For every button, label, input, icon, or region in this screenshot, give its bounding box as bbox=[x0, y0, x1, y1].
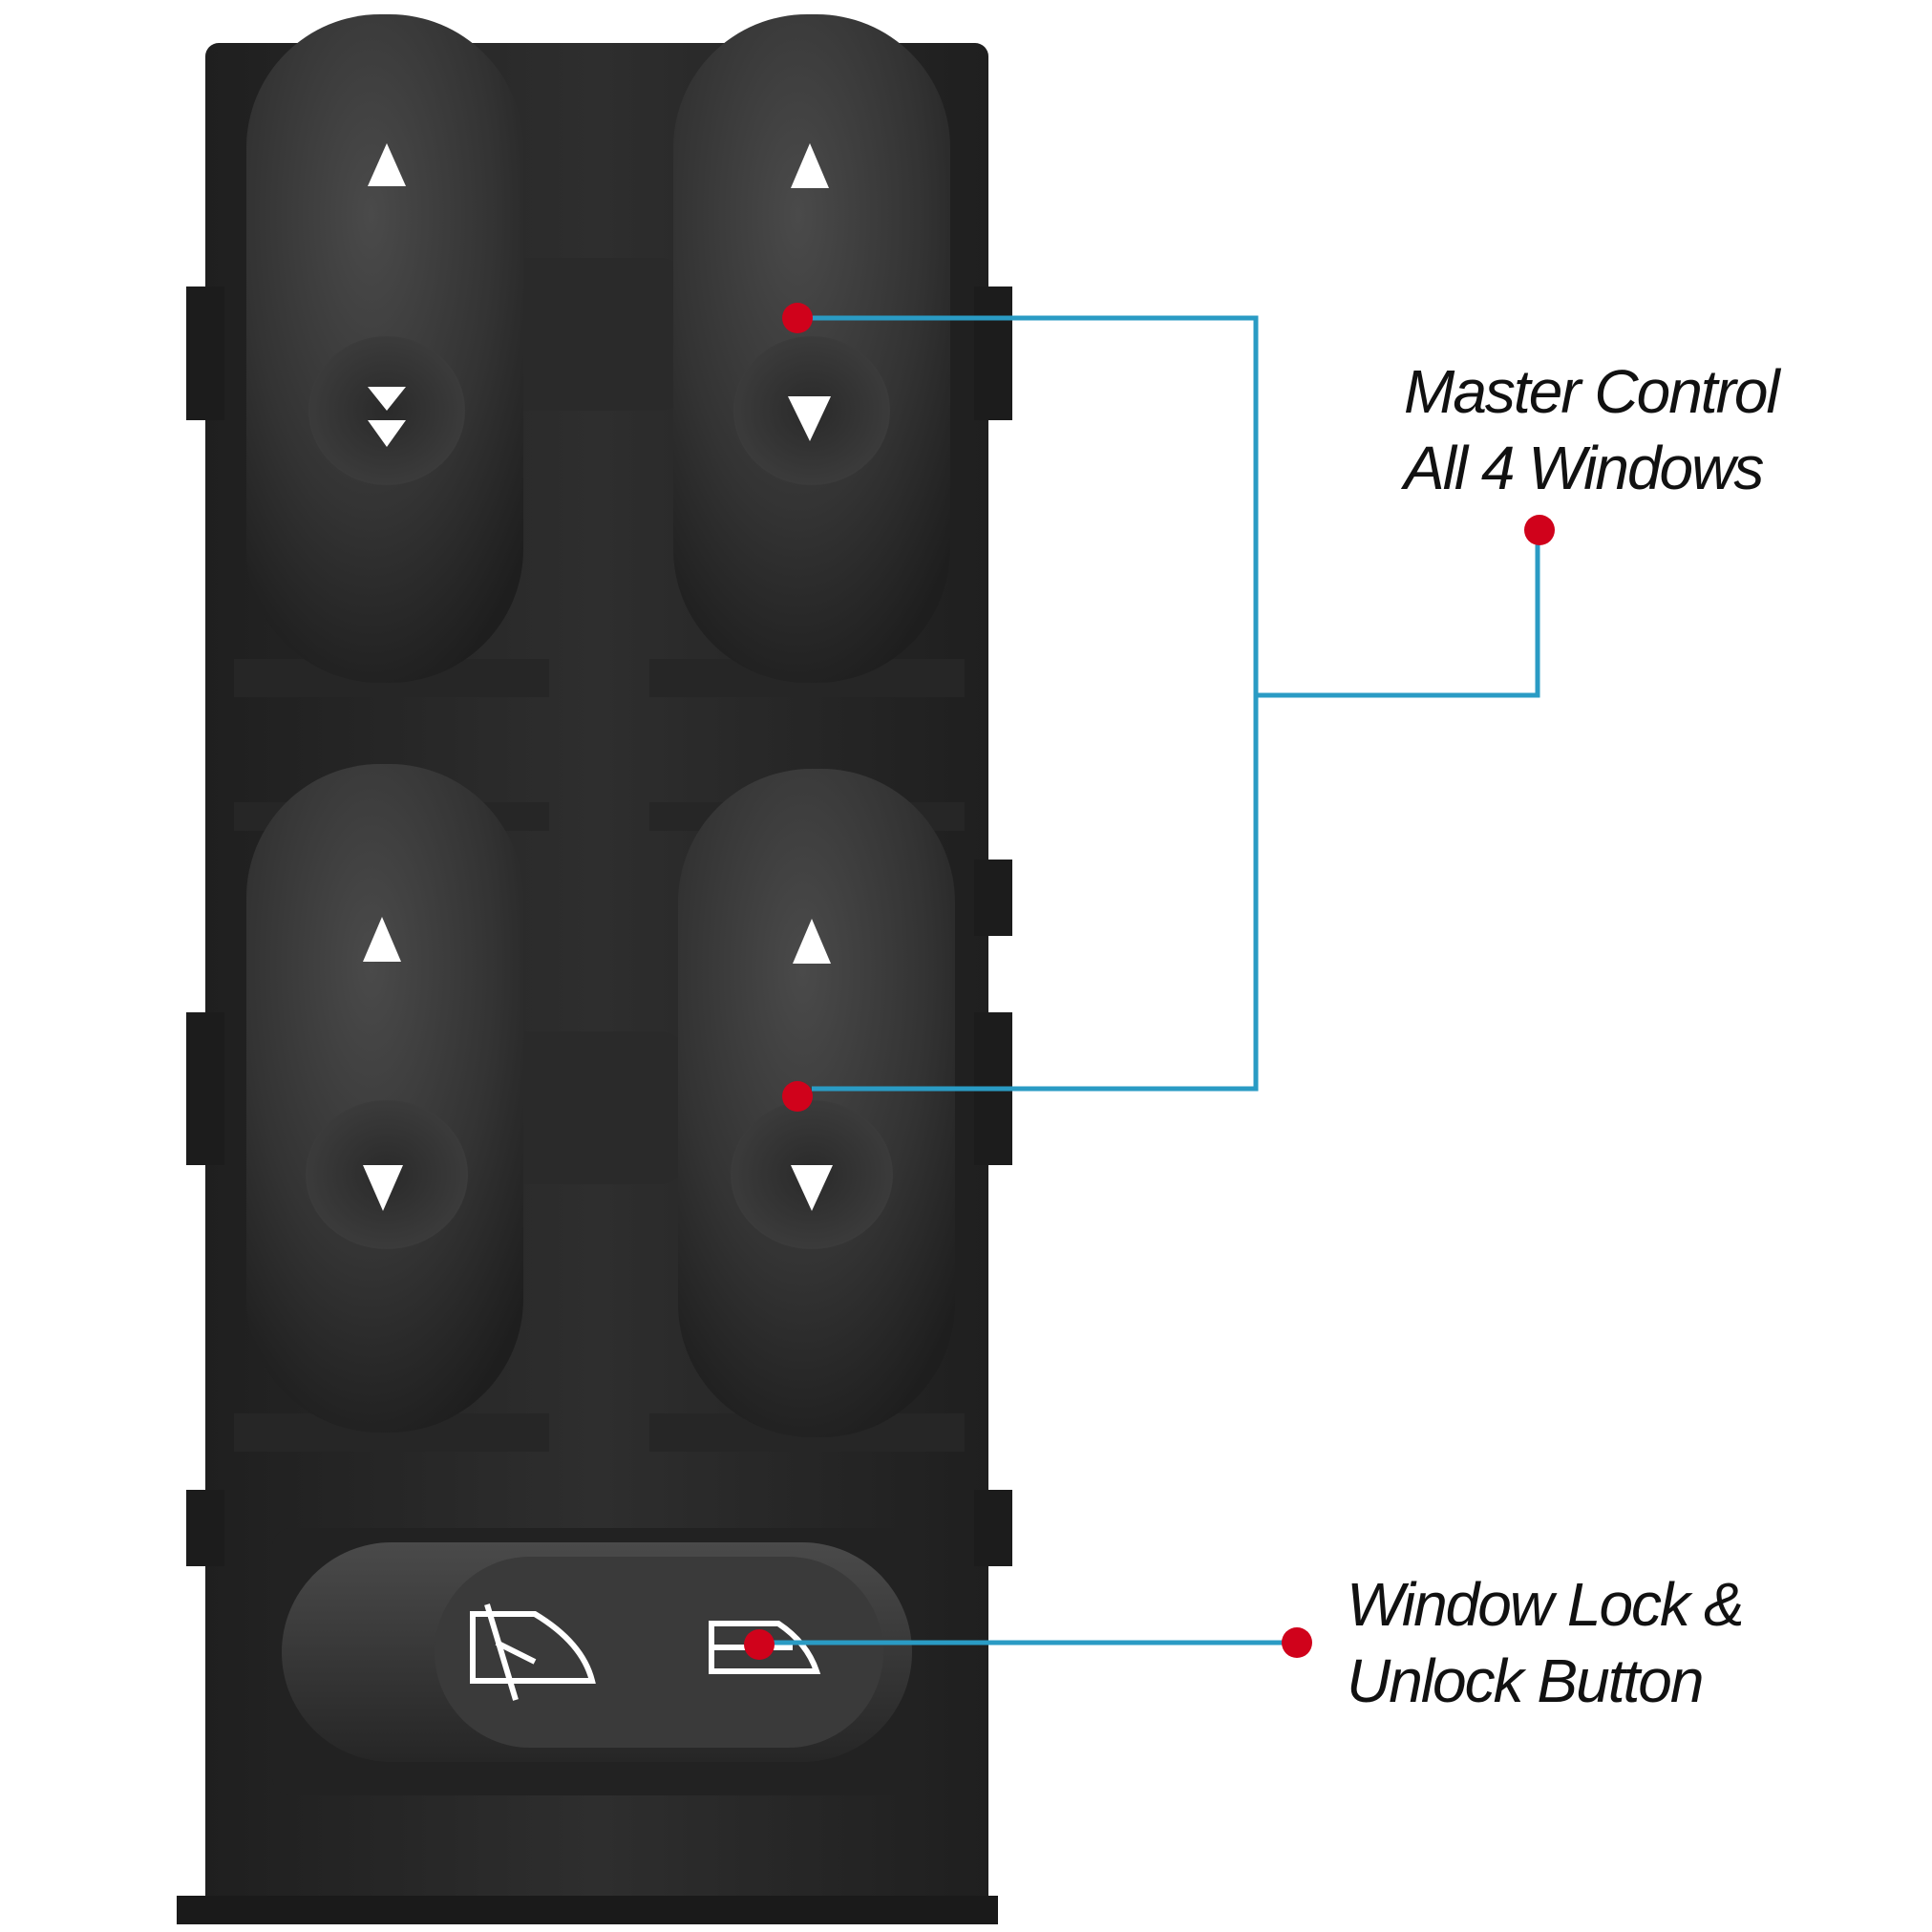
up-arrow-icon bbox=[368, 143, 406, 186]
master-control-callout: Master Control All 4 Windows bbox=[1404, 353, 1780, 506]
down-arrow-icon bbox=[363, 1165, 403, 1211]
marker-dot-master-control bbox=[1524, 515, 1555, 545]
window-locked-icon bbox=[470, 1603, 596, 1701]
marker-dot-window-lock bbox=[1282, 1627, 1312, 1658]
up-arrow-icon bbox=[363, 917, 401, 962]
window-lock-callout: Window Lock & Unlock Button bbox=[1347, 1566, 1744, 1719]
window-lock-line-1: Window Lock & bbox=[1347, 1570, 1744, 1639]
up-arrow-icon bbox=[793, 919, 831, 964]
rocker-switch-rear-left[interactable] bbox=[246, 764, 523, 1433]
rocker-switch-front-left[interactable] bbox=[246, 14, 523, 683]
master-control-line-1: Master Control bbox=[1404, 357, 1780, 426]
marker-dot-lock-button bbox=[744, 1629, 775, 1660]
window-lock-line-2: Unlock Button bbox=[1347, 1646, 1704, 1715]
up-arrow-icon bbox=[791, 143, 829, 188]
window-lock-button[interactable] bbox=[282, 1542, 912, 1762]
marker-dot-rear-right bbox=[782, 1081, 813, 1112]
callout-leader-lines bbox=[759, 315, 1540, 1645]
down-arrow-icon bbox=[788, 396, 831, 441]
down-arrow-icon bbox=[791, 1165, 833, 1211]
double-down-arrow-icon bbox=[368, 387, 406, 447]
rocker-switch-front-right[interactable] bbox=[673, 14, 950, 683]
rocker-switch-rear-right[interactable] bbox=[678, 769, 955, 1437]
master-control-line-2: All 4 Windows bbox=[1404, 434, 1764, 502]
callout-markers bbox=[744, 303, 1555, 1660]
marker-dot-front-right bbox=[782, 303, 813, 333]
